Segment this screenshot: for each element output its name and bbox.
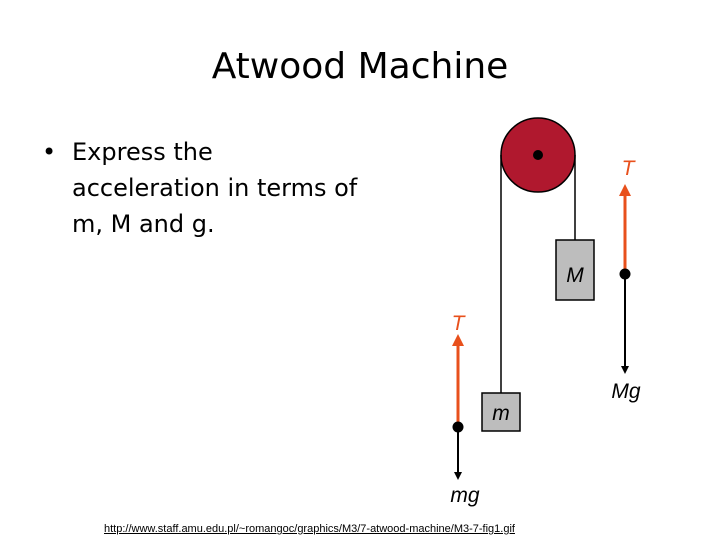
source-link[interactable]: http://www.staff.amu.edu.pl/~romangoc/gr… (104, 523, 515, 535)
mass-small-label: m (492, 402, 510, 425)
mass-small-block (481, 392, 521, 432)
bullet-item: • Express the acceleration in terms of m… (42, 134, 362, 242)
body-point-big (619, 268, 631, 280)
mass-big-label: M (566, 264, 584, 287)
mass-big-block (555, 239, 595, 301)
tension-label-right: T (622, 157, 637, 180)
slide-title: Atwood Machine (211, 46, 509, 87)
weight-label-small: mg (450, 484, 479, 507)
weight-label-big: Mg (611, 380, 640, 403)
bullet-dot-icon: • (42, 138, 57, 166)
bullet-text: Express the acceleration in terms of m, … (72, 138, 358, 238)
pulley-axle (533, 150, 543, 160)
body-point-small (452, 421, 464, 433)
tension-label-left: T (452, 312, 467, 335)
